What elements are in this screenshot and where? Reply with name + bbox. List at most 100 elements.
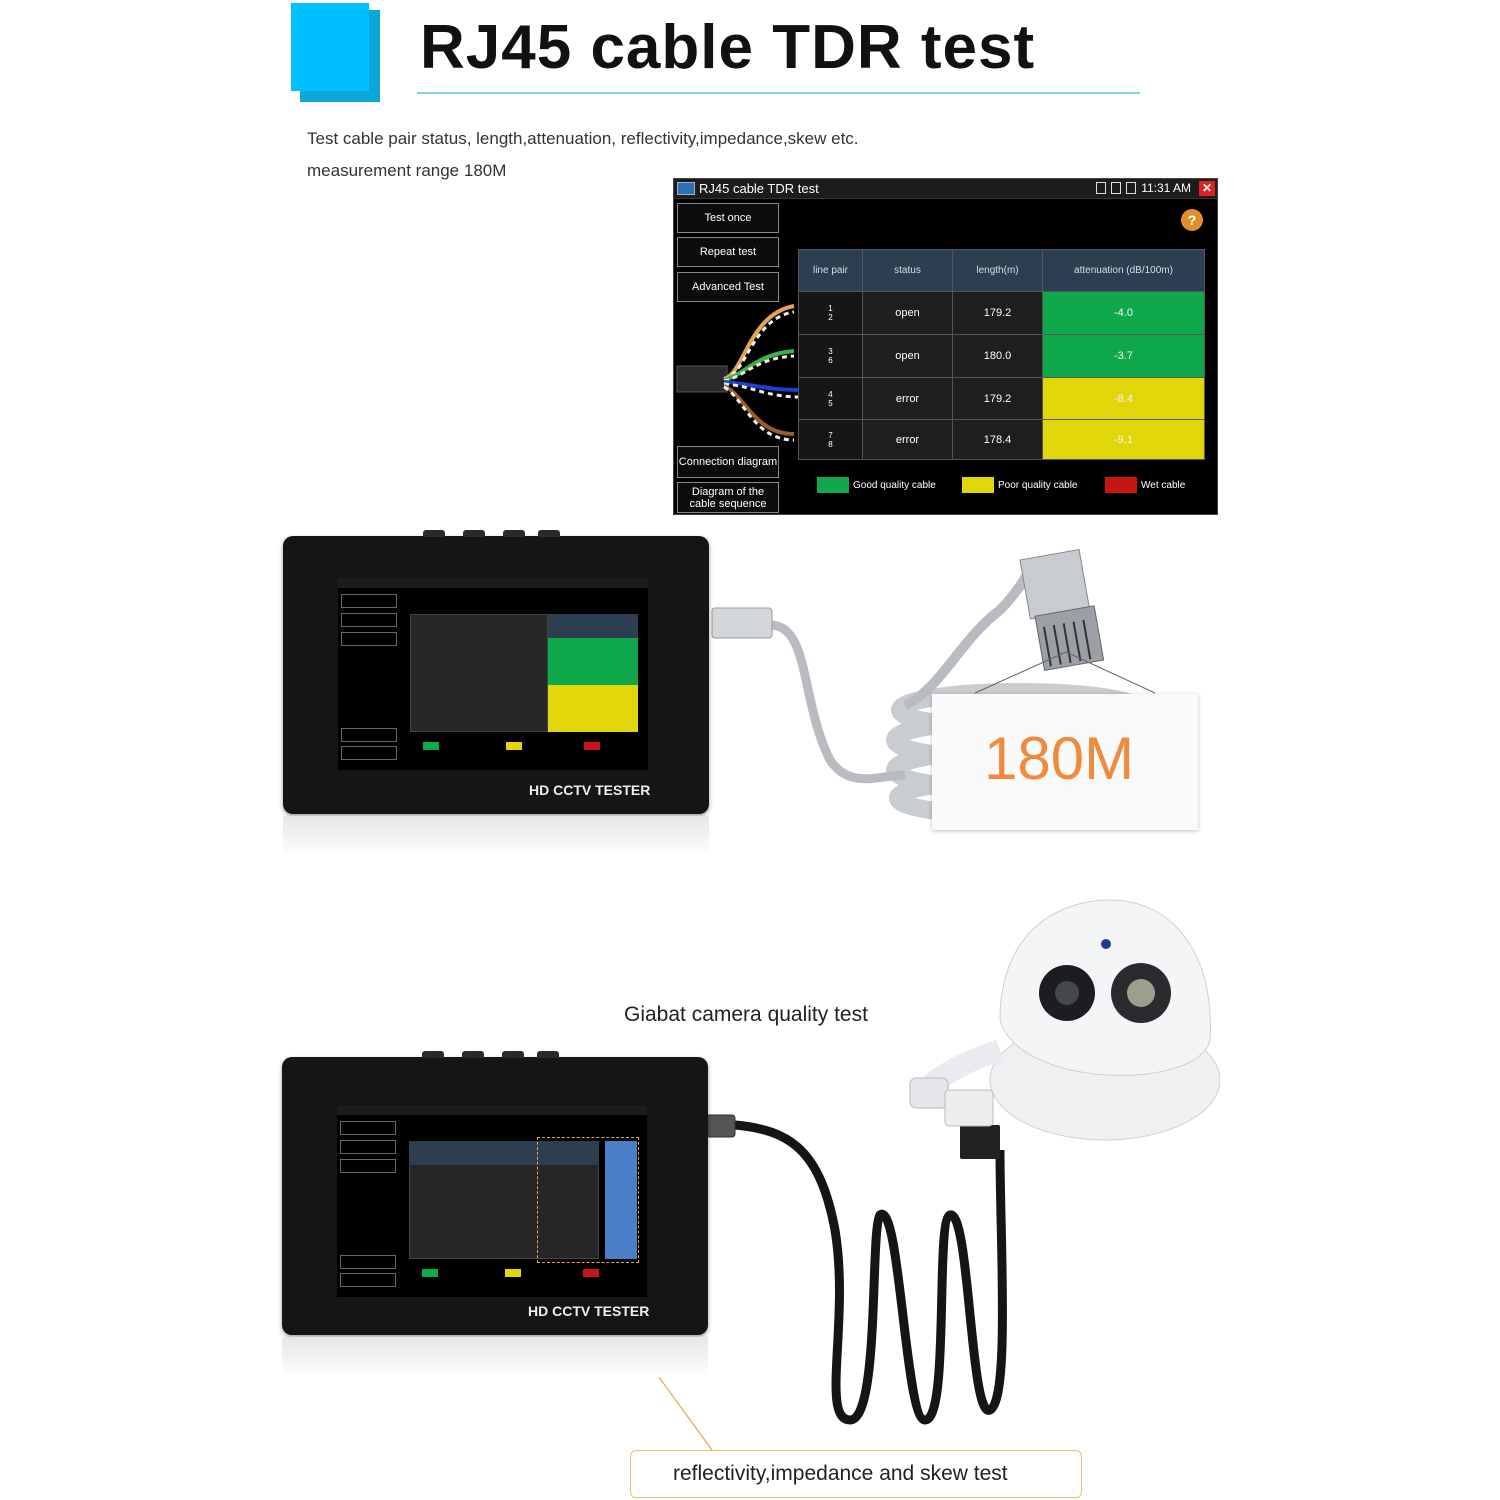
black-cable [734, 1120, 1007, 1425]
tester-device-1: HD CCTV TESTER [283, 530, 709, 814]
mini-button [340, 1159, 396, 1173]
column-header: line pair [798, 249, 863, 292]
grey-cable-lead [769, 620, 906, 784]
device-button [462, 1051, 484, 1058]
legend-poor: Poor quality cable [962, 477, 1078, 493]
legend-wet: Wet cable [1105, 477, 1185, 493]
device-button [423, 530, 445, 537]
black-plug [960, 1125, 1000, 1159]
clock-time: 11:31 AM [1141, 181, 1191, 195]
twisted-pair-illustration [676, 304, 803, 442]
mini-legend [584, 742, 600, 750]
tdr-results-table: line pair status length(m) attenuation (… [798, 249, 1205, 460]
length-cell: 179.2 [952, 291, 1043, 335]
attenuation-cell: -9.1 [1042, 419, 1205, 460]
mini-legend [506, 742, 522, 750]
page-title: RJ45 cable TDR test [420, 13, 1036, 82]
app-icon [677, 182, 695, 195]
device-button [422, 1051, 444, 1058]
mini-titlebar [337, 1105, 647, 1115]
rj45-plug [1019, 549, 1105, 671]
mini-skew-column [605, 1141, 637, 1259]
dome-camera [909, 899, 1221, 1141]
mini-button [341, 594, 397, 608]
mini-button [340, 1121, 396, 1135]
distance-tag: 180M [932, 694, 1198, 830]
mini-table-header [548, 614, 638, 638]
battery-icon [1126, 182, 1137, 194]
mini-button [341, 632, 397, 646]
device-button [538, 530, 560, 537]
attenuation-cell: -8.4 [1042, 377, 1205, 420]
connection-diagram-button[interactable]: Connection diagram [677, 446, 779, 478]
grey-boot [711, 607, 773, 639]
device-brand-label: HD CCTV TESTER [528, 1303, 650, 1319]
mini-button [341, 746, 397, 760]
status-area: 11:31 AM [1096, 181, 1191, 195]
device-button [502, 1051, 524, 1058]
mini-good-cells [548, 638, 638, 685]
header-divider [417, 92, 1140, 94]
attenuation-cell: -3.7 [1042, 334, 1205, 378]
test-once-button[interactable]: Test once [677, 203, 779, 233]
status-cell: open [862, 291, 953, 335]
callout-box: reflectivity,impedance and skew test [630, 1450, 1082, 1498]
device-1-screen [338, 578, 648, 770]
mini-legend [505, 1269, 521, 1277]
device-brand-label: HD CCTV TESTER [529, 782, 651, 798]
mini-button [340, 1273, 396, 1287]
mini-legend [583, 1269, 599, 1277]
table-header-row: line pair status length(m) attenuation (… [798, 249, 1205, 292]
legend-good: Good quality cable [817, 477, 936, 493]
attenuation-cell: -4.0 [1042, 291, 1205, 335]
device-1-reflection [283, 816, 709, 856]
column-header: status [862, 249, 953, 292]
intro-line-1: Test cable pair status, length,attenuati… [307, 129, 859, 148]
device-2-screen [337, 1105, 647, 1297]
mini-button [340, 1255, 396, 1269]
device-button [537, 1051, 559, 1058]
legend-swatch [962, 477, 994, 493]
mini-button [341, 613, 397, 627]
legend-swatch [817, 477, 849, 493]
mini-poor-cells [548, 685, 638, 732]
mini-legend [422, 1269, 438, 1277]
device-2-reflection [282, 1337, 708, 1377]
mini-highlight-box [537, 1137, 639, 1263]
tester-device-2: HD CCTV TESTER [282, 1051, 708, 1335]
mini-button [340, 1140, 396, 1154]
legend-label: Poor quality cable [998, 479, 1078, 491]
cable-sequence-button[interactable]: Diagram of the cable sequence [677, 482, 779, 513]
mini-table-header [409, 1141, 599, 1165]
mini-legend [423, 742, 439, 750]
camera-test-label: Giabat camera quality test [624, 1003, 868, 1026]
legend-swatch [1105, 477, 1137, 493]
screen-window-title: RJ45 cable TDR test [699, 181, 819, 196]
intro-line-2: measurement range 180M [307, 161, 507, 180]
column-header: length(m) [952, 249, 1043, 292]
length-cell: 180.0 [952, 334, 1043, 378]
advanced-test-button[interactable]: Advanced Test [677, 272, 779, 302]
tdr-screen: RJ45 cable TDR test 11:31 AM ✕ Test once… [673, 178, 1218, 515]
status-cell: open [862, 334, 953, 378]
repeat-test-button[interactable]: Repeat test [677, 237, 779, 267]
network-icon [1111, 182, 1122, 194]
mini-table [410, 614, 548, 732]
close-icon[interactable]: ✕ [1199, 181, 1215, 196]
black-boot [704, 1114, 736, 1138]
distance-value: 180M [984, 725, 1135, 792]
screen-titlebar: RJ45 cable TDR test 11:31 AM ✕ [674, 179, 1217, 199]
callout-text: reflectivity,impedance and skew test [673, 1462, 1008, 1485]
legend-label: Good quality cable [853, 479, 936, 491]
device-button [463, 530, 485, 537]
header-accent-square [291, 3, 369, 91]
length-cell: 178.4 [952, 419, 1043, 460]
help-icon[interactable]: ? [1181, 209, 1203, 231]
mini-button [341, 728, 397, 742]
